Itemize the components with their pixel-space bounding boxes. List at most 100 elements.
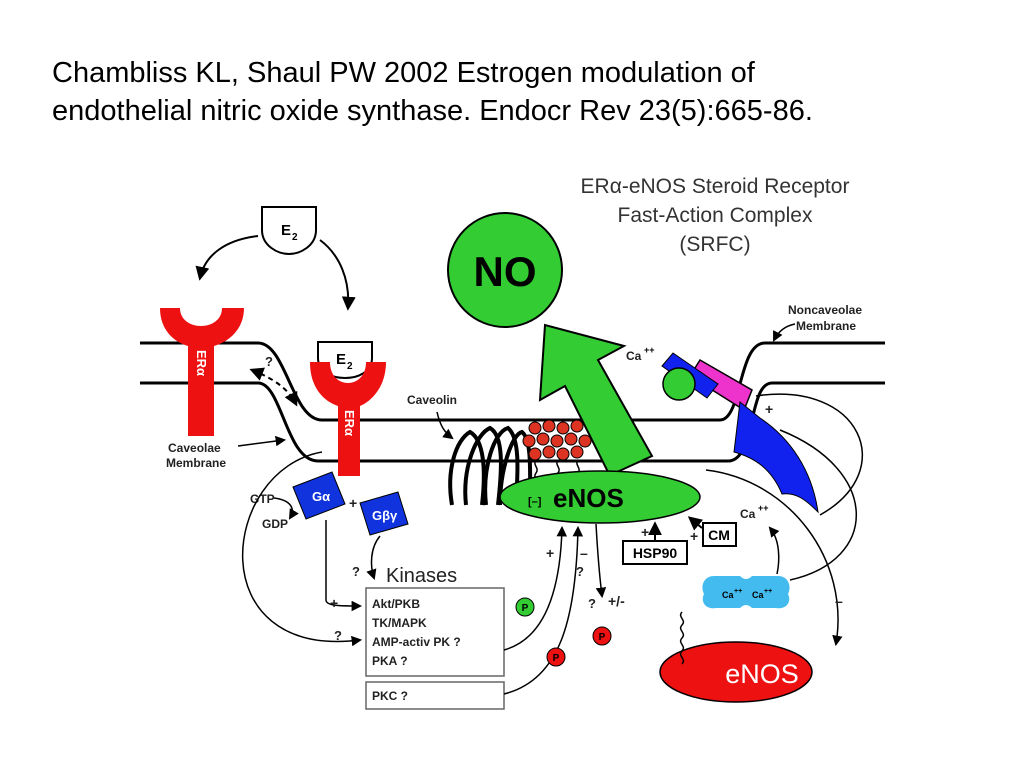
- kinases-panel: Kinases Akt/PKB TK/MAPK AMP-activ PK ? P…: [365, 565, 505, 677]
- enos-dephos-arrow: [595, 523, 607, 599]
- caveolae-label-pointer: [237, 435, 287, 447]
- calmodulin: Ca ++ Ca ++: [702, 576, 790, 609]
- ca-top-label: Ca: [626, 349, 642, 363]
- cm-box: CM: [702, 522, 737, 547]
- cm-ca-right-sup: ++: [764, 588, 772, 595]
- caveolin-pointer: [436, 411, 454, 440]
- kinases-title: Kinases: [386, 565, 457, 587]
- calmodulin-to-ca-arrow: [768, 526, 780, 575]
- g-betagamma-label: Gβγ: [372, 508, 398, 523]
- caveolin-scaffold-dots: [522, 419, 592, 461]
- g-betagamma-question: ?: [352, 564, 360, 579]
- er-alpha-right-label: ERα: [342, 410, 357, 436]
- g-alpha-plus: +: [330, 595, 338, 611]
- kinase-tk-mapk: TK/MAPK: [372, 616, 427, 630]
- channel-plus: +: [765, 401, 773, 417]
- enos-translocation-arrow: [705, 469, 843, 647]
- e2-subscript: 2: [292, 232, 298, 243]
- calcium-right-label: Ca ++: [740, 503, 769, 521]
- cm-ca-left: Ca: [722, 590, 734, 600]
- er-alpha-receptor-bound: ERα: [310, 362, 386, 476]
- g-alpha-to-kinases-arrow: [325, 520, 363, 612]
- enos-caveolae: [–] eNOS: [499, 470, 701, 524]
- phosphate-red-left: P: [546, 647, 566, 667]
- enos-inner-label: [–]: [528, 496, 542, 508]
- pkc-question: ?: [576, 564, 584, 579]
- complex-title-line-2: Fast-Action Complex: [618, 204, 813, 227]
- estradiol-free: E 2: [261, 206, 317, 256]
- kinases-plus: +: [546, 545, 554, 561]
- g-alpha-protein: Gα: [292, 471, 346, 520]
- caveolin-strands: [448, 425, 533, 506]
- translocation-question: ?: [265, 354, 273, 369]
- pkc-to-enos-arrow: [503, 525, 584, 695]
- membrane-outer-leaflet: [140, 341, 885, 422]
- er-to-kinases-loop: [242, 451, 363, 647]
- kinases-to-enos-arrow: [503, 525, 568, 651]
- complex-title-line-3: (SRFC): [679, 233, 750, 256]
- no-molecule: NO: [447, 212, 563, 328]
- cm-label: CM: [708, 527, 730, 543]
- enos-free: eNOS: [659, 611, 813, 703]
- dephos-plus-minus: +/-: [608, 593, 625, 609]
- cm-arrow: [687, 516, 704, 531]
- complex-title-line-1: ERα-eNOS Steroid Receptor: [581, 175, 850, 198]
- kinase-pka: PKA ?: [372, 654, 408, 668]
- hsp90-label: HSP90: [633, 545, 678, 561]
- caveolin: Caveolin: [407, 393, 533, 506]
- ca-top-sup: ++: [644, 345, 655, 355]
- kinase-ampk: AMP-activ PK ?: [372, 635, 461, 649]
- phosphate-red-left-label: P: [553, 653, 560, 664]
- citation: Chambliss KL, Shaul PW 2002 Estrogen mod…: [52, 54, 992, 130]
- translocation-arrow: [249, 367, 298, 407]
- dephos-question: ?: [588, 596, 596, 611]
- er-alpha-receptor-unbound: ERα: [160, 308, 244, 436]
- noncaveolae-membrane-label: Noncaveolae Membrane: [773, 303, 862, 342]
- citation-line-2: endothelial nitric oxide synthase. Endoc…: [52, 95, 813, 127]
- gtp-gdp-arrow: [273, 497, 299, 520]
- noncaveolae-label-line-2: Membrane: [796, 319, 856, 333]
- g-protein-plus: +: [349, 495, 357, 511]
- phosphate-red-right: P: [592, 626, 612, 646]
- g-betagamma-protein: Gβγ: [359, 491, 409, 536]
- ca-right-label: Ca: [740, 507, 756, 521]
- e2-bound-label: E: [336, 351, 346, 368]
- phosphate-green-label: P: [522, 603, 529, 614]
- phosphate-green: P: [515, 597, 535, 617]
- enos-translocation-minus: –: [835, 593, 843, 609]
- calmodulin-loop: [779, 429, 857, 581]
- caveolae-membrane-label: Caveolae Membrane: [166, 435, 287, 470]
- e2-label: E: [281, 222, 291, 239]
- e2-to-receptor-arrow-right: [319, 239, 356, 311]
- hsp90-plus: +: [641, 524, 649, 540]
- caveolae-label-line-2: Membrane: [166, 456, 226, 470]
- ca-right-sup: ++: [758, 503, 769, 513]
- gdp-label: GDP: [262, 517, 288, 531]
- citation-line-1: Chambliss KL, Shaul PW 2002 Estrogen mod…: [52, 57, 755, 89]
- g-betagamma-to-kinases-arrow: [366, 535, 381, 580]
- noncaveolae-label-pointer: [773, 323, 796, 342]
- caveolin-label: Caveolin: [407, 393, 457, 407]
- g-alpha-label: Gα: [312, 489, 330, 504]
- channel-feedback-line: [755, 393, 863, 516]
- gtp-label: GTP: [250, 492, 275, 506]
- pkc-label: PKC ?: [372, 689, 408, 703]
- enos-caveolae-label: eNOS: [553, 483, 624, 513]
- cm-ca-left-sup: ++: [734, 588, 742, 595]
- pkc-minus: –: [580, 545, 588, 561]
- caveolae-label-line-1: Caveolae: [168, 441, 221, 455]
- calcium-channel: [661, 352, 819, 514]
- er-kinases-question: ?: [334, 628, 342, 643]
- pkc-panel: PKC ?: [365, 681, 505, 710]
- cm-plus: +: [690, 528, 698, 544]
- noncaveolae-label-line-1: Noncaveolae: [788, 303, 862, 317]
- er-alpha-left-label: ERα: [194, 350, 209, 376]
- e2-to-receptor-arrow-left: [195, 235, 259, 281]
- no-release-arrow: [538, 323, 654, 479]
- e2-bound-subscript: 2: [347, 361, 353, 372]
- kinase-akt: Akt/PKB: [372, 597, 420, 611]
- cm-ca-right: Ca: [752, 590, 764, 600]
- complex-title: ERα-eNOS Steroid Receptor Fast-Action Co…: [581, 175, 850, 256]
- enos-free-label: eNOS: [725, 659, 799, 689]
